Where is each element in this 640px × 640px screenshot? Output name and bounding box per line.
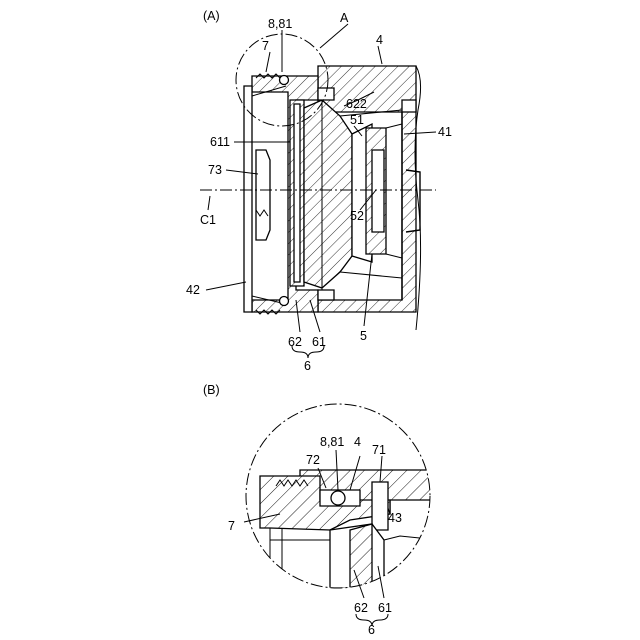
filter-plate-611: [290, 100, 304, 286]
label-6: 6: [304, 359, 311, 373]
window-73: [256, 150, 270, 240]
label-b-62: 62: [354, 601, 368, 615]
label-b-71: 71: [372, 443, 386, 457]
optical-member-61: [304, 100, 352, 290]
label-62: 62: [288, 335, 302, 349]
label-b-43: 43: [388, 511, 402, 525]
label-611: 611: [210, 135, 230, 149]
figure-b-caption: (B): [203, 383, 220, 397]
label-42: 42: [186, 283, 200, 297]
label-b-6: 6: [368, 623, 375, 637]
label-7: 7: [262, 39, 269, 53]
label-51: 51: [350, 113, 364, 127]
label-61: 61: [312, 335, 326, 349]
o-ring-8-81: [331, 491, 345, 505]
label-8-81: 8,81: [268, 17, 292, 31]
label-73: 73: [208, 163, 222, 177]
figure-a: (A): [186, 9, 452, 373]
label-b-8-81: 8,81: [320, 435, 344, 449]
label-622: 622: [346, 97, 367, 111]
label-a: A: [340, 11, 349, 25]
figure-a-caption: (A): [203, 9, 220, 23]
label-5: 5: [360, 329, 367, 343]
label-b-72: 72: [306, 453, 320, 467]
label-52: 52: [350, 209, 364, 223]
label-4: 4: [376, 33, 383, 47]
label-b-4: 4: [354, 435, 361, 449]
label-41: 41: [438, 125, 452, 139]
figure-b: (B): [203, 383, 440, 637]
label-c1: C1: [200, 213, 216, 227]
label-b-7: 7: [228, 519, 235, 533]
label-b-61: 61: [378, 601, 392, 615]
